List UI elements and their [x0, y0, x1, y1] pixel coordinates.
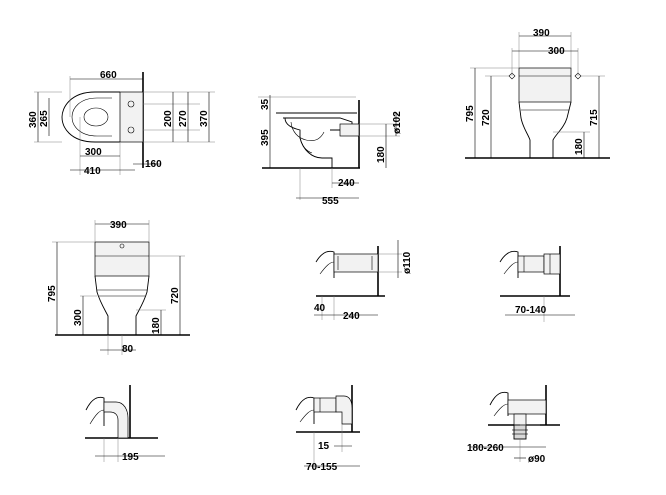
- front-seat-height-label: 720: [170, 287, 181, 304]
- front-outlet-height-label: 180: [151, 317, 162, 334]
- offset-small-label: 15: [318, 441, 330, 452]
- rear-outlet-height-label: 180: [574, 138, 585, 155]
- plan-left-outer-label: 360: [28, 111, 39, 128]
- variant-horizontal-offset-outlet: 15 70-155: [295, 385, 360, 473]
- top-plan-view: 660 360 265 200 270 370 300 410 160: [28, 70, 215, 177]
- front-elevation-view: 390 795 720 300 180 80: [47, 220, 190, 355]
- side-section-view: 35 395 180 ø102 240 555: [258, 95, 403, 207]
- horizontal-diameter-label: ø110: [402, 251, 413, 274]
- plan-left-inner-label: 265: [39, 110, 50, 127]
- variant-floor-outlet: 180-260 ø90: [467, 385, 560, 465]
- rear-tank-width-label: 390: [533, 28, 550, 39]
- horizontal-depth-label: 240: [343, 311, 360, 322]
- front-total-height-label: 795: [47, 285, 58, 302]
- variant-horizontal-outlet: ø110 40 240: [314, 240, 413, 322]
- plan-bottom-inner-label: 300: [85, 147, 102, 158]
- rear-fixing-height-label: 715: [589, 109, 600, 126]
- floor-diameter-label: ø90: [528, 454, 546, 465]
- section-outlet-height-label: 180: [376, 146, 387, 163]
- front-base-offset-label: 80: [122, 344, 134, 355]
- rear-fixing-spacing-label: 300: [548, 46, 565, 57]
- plan-bottom-outer-label: 410: [84, 166, 101, 177]
- variant-vertical-outlet: 195: [85, 385, 165, 463]
- adjustable-range-label: 70-140: [515, 305, 547, 316]
- floor-range-label: 180-260: [467, 443, 504, 454]
- vertical-depth-label: 195: [122, 452, 139, 463]
- variant-adjustable-outlet: 70-140: [499, 246, 575, 322]
- front-tank-width-label: 390: [110, 220, 127, 231]
- horizontal-offset-label: 40: [314, 303, 326, 314]
- section-total-depth-label: 555: [322, 196, 339, 207]
- plan-width-label: 660: [100, 70, 117, 81]
- section-outlet-depth-label: 240: [338, 178, 355, 189]
- front-fixing-height-label: 300: [73, 309, 84, 326]
- plan-right-a-label: 200: [163, 110, 174, 127]
- section-outlet-diameter-label: ø102: [392, 111, 403, 134]
- section-top-gap-label: 35: [260, 98, 271, 110]
- offset-range-label: 70-155: [306, 462, 338, 473]
- rear-total-height-label: 795: [465, 105, 476, 122]
- rear-seat-height-label: 720: [481, 109, 492, 126]
- plan-right-b-label: 270: [178, 110, 189, 127]
- plan-wall-offset-label: 160: [145, 159, 162, 170]
- rear-elevation-view: 390 300 795 720 715 180: [465, 28, 610, 159]
- section-seat-height-label: 395: [260, 129, 271, 146]
- plan-right-c-label: 370: [199, 110, 210, 127]
